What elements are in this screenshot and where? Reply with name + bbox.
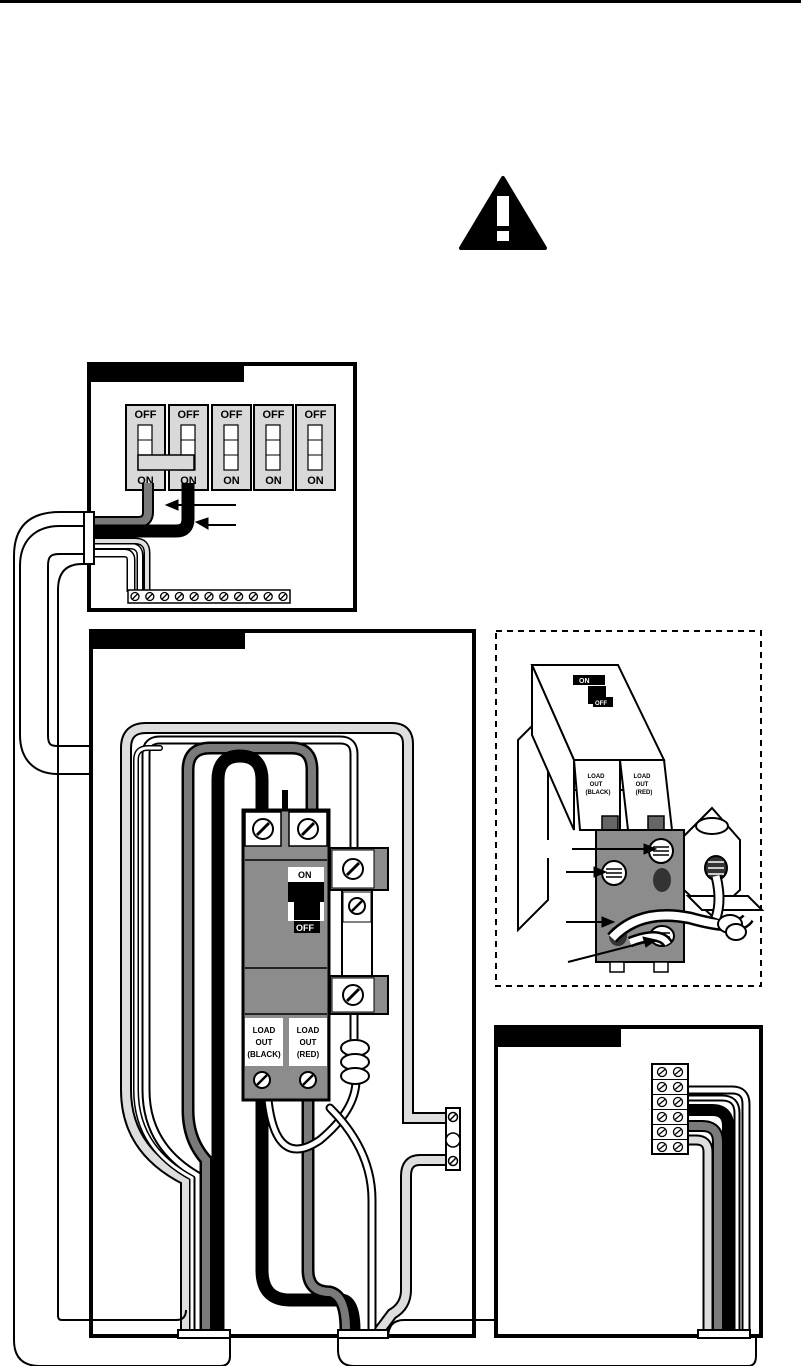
gfci-on-label: ON [298, 870, 312, 880]
load-red-line3: (RED) [297, 1050, 320, 1059]
warning-icon [459, 176, 547, 250]
detail-load-red-2: OUT [636, 782, 649, 788]
main-panel-title-bar [91, 366, 244, 382]
main-panel-arrows [164, 499, 236, 530]
load-black-line2: OUT [256, 1038, 273, 1047]
outlet-terminal-block [651, 1063, 689, 1155]
outlet-terminal-screw [672, 1081, 684, 1093]
gfci-box-wires [120, 722, 452, 1337]
outlet-terminal-screw [656, 1141, 668, 1153]
main-breaker-off-label: OFF [305, 409, 327, 421]
outlet-terminal-screw [672, 1111, 684, 1123]
gfci-box-clamps [177, 1329, 389, 1339]
breaker-detail-illustration: ON OFF LOAD OUT (BLACK) LOAD OUT (RED) [517, 664, 765, 973]
outlet-box-clamp [697, 1329, 751, 1339]
load-black-line1: LOAD [253, 1026, 276, 1035]
terminal-screw [204, 591, 214, 602]
outlet-box-title-bar [498, 1029, 621, 1047]
outlet-terminal-screw [656, 1081, 668, 1093]
outlet-terminal-screw [672, 1096, 684, 1108]
terminal-screw [219, 591, 229, 602]
detail-off-label: OFF [595, 701, 607, 707]
main-breaker-4: OFF ON [253, 404, 294, 491]
detail-on-label: ON [579, 678, 590, 685]
main-breaker-on-label: ON [307, 475, 324, 487]
main-breaker-off-label: OFF [178, 409, 200, 421]
detail-load-black-3: (BLACK) [586, 790, 611, 796]
load-red-line2: OUT [300, 1038, 317, 1047]
pigtail-coil [340, 1039, 370, 1085]
gfci-neutral-bar [329, 847, 389, 1015]
main-breaker-off-label: OFF [135, 409, 157, 421]
detail-load-red-3: (RED) [636, 790, 653, 796]
gfci-toggle-handle [288, 882, 324, 902]
gfci-load-labels: LOAD OUT (BLACK) LOAD OUT (RED) [245, 1018, 327, 1089]
main-breaker-on-label: ON [223, 475, 240, 487]
detail-arrows [540, 840, 658, 963]
outlet-terminal-screw [672, 1066, 684, 1078]
detail-load-black-1: LOAD [588, 774, 606, 780]
main-breaker-5: OFF ON [295, 404, 336, 491]
main-breaker-3: OFF ON [211, 404, 252, 491]
terminal-screw [233, 591, 244, 602]
load-red-line1: LOAD [297, 1026, 320, 1035]
main-breaker-on-label: ON [265, 475, 282, 487]
terminal-screw [278, 591, 288, 602]
main-breaker-off-label: OFF [263, 409, 285, 421]
terminal-screw [159, 591, 170, 602]
outlet-terminal-screw [656, 1096, 668, 1108]
outlet-box-wires [688, 1085, 751, 1330]
gfci-enclosure-title-bar [93, 633, 245, 649]
load-black-line3: (BLACK) [247, 1050, 281, 1059]
gfci-off-text: OFF [296, 923, 314, 933]
detail-load-red-1: LOAD [634, 774, 652, 780]
terminal-screw [174, 591, 185, 602]
terminal-screw [263, 591, 273, 602]
main-panel-wires [94, 483, 195, 592]
neutral-terminal-strip [127, 589, 291, 604]
gfci-ground-bar [445, 1107, 461, 1171]
conduit-gfci-to-outlet [362, 1337, 388, 1366]
page-top-rule [0, 0, 801, 3]
left-conduit-tube [13, 511, 84, 1366]
main-breaker-tie-bar [137, 454, 195, 471]
outlet-terminal-screw [672, 1126, 684, 1138]
main-breaker-off-label: OFF [221, 409, 243, 421]
outlet-terminal-screw [656, 1126, 668, 1138]
terminal-screw [248, 591, 259, 602]
terminal-screw [189, 591, 199, 602]
main-panel-cable-clamp [83, 511, 95, 565]
outlet-terminal-screw [656, 1066, 668, 1078]
outlet-terminal-screw [656, 1111, 668, 1123]
outlet-terminal-screw [672, 1141, 684, 1153]
terminal-screw [145, 591, 155, 602]
terminal-screw [130, 591, 140, 602]
detail-load-black-2: OUT [590, 782, 603, 788]
